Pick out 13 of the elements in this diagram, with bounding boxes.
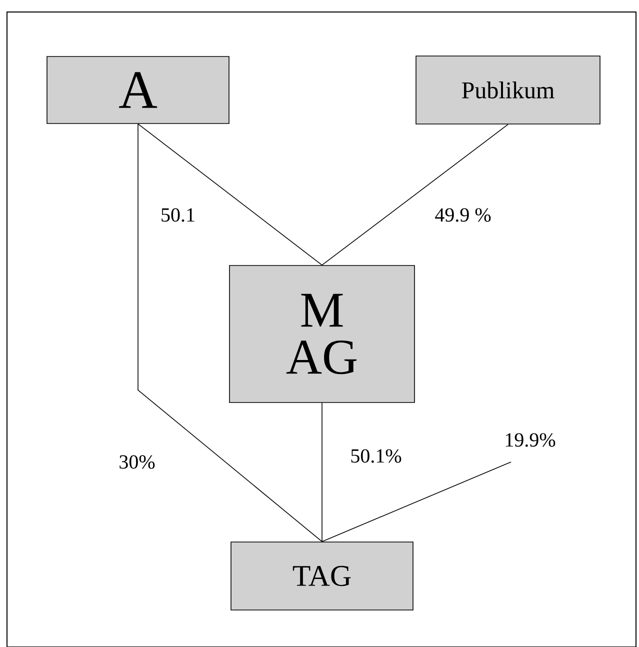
edge-label: 49.9 % (435, 208, 491, 222)
edge-label: 50.1% (351, 449, 402, 463)
connector-line (138, 124, 322, 266)
connector-line (138, 124, 322, 542)
entity-box: M AG (229, 265, 415, 403)
connector-line (322, 124, 508, 266)
entity-box: TAG (230, 542, 414, 610)
entity-box: A (46, 56, 230, 124)
connector-line (322, 462, 512, 542)
edge-label: 30% (120, 455, 155, 469)
entity-box: Publikum (416, 56, 600, 124)
edge-label: 50.1 (162, 208, 194, 222)
edge-label: 19.9% (506, 433, 556, 447)
